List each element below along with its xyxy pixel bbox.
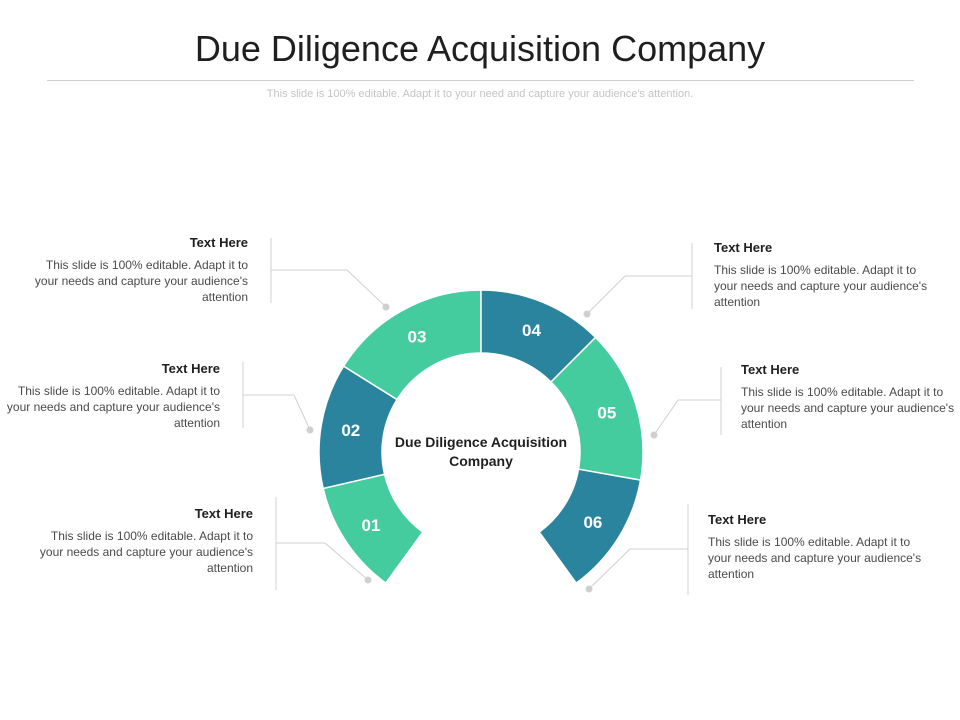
text-block-04: Text Here This slide is 100% editable. A… xyxy=(714,240,932,310)
text-block-heading: Text Here xyxy=(741,362,800,377)
segment-number-03: 03 xyxy=(408,328,427,347)
segment-number-02: 02 xyxy=(341,421,360,440)
text-block-body: This slide is 100% editable. Adapt it to… xyxy=(39,529,253,575)
segment-number-06: 06 xyxy=(583,513,602,532)
text-block-heading: Text Here xyxy=(189,235,248,250)
text-block-body: This slide is 100% editable. Adapt it to… xyxy=(708,535,922,581)
connector-diagonal-04 xyxy=(586,275,626,315)
text-block-heading: Text Here xyxy=(714,240,773,255)
text-block-05: Text Here This slide is 100% editable. A… xyxy=(741,362,955,432)
text-block-02: Text Here This slide is 100% editable. A… xyxy=(2,361,220,431)
text-block-body: This slide is 100% editable. Adapt it to… xyxy=(714,263,928,309)
connector-dot-05 xyxy=(650,431,658,439)
connector-diagonal-05 xyxy=(653,399,679,436)
center-label: Due Diligence Acquisition Company xyxy=(394,434,568,469)
connector-diagonal-02 xyxy=(293,394,311,431)
connector-diagonal-01 xyxy=(324,542,369,581)
text-block-body: This slide is 100% editable. Adapt it to… xyxy=(741,385,955,431)
connector-lines xyxy=(242,238,722,595)
connector-dot-03 xyxy=(382,303,390,311)
segment-number-05: 05 xyxy=(597,403,616,422)
segment-numbers: 01 02 03 04 05 06 xyxy=(341,321,616,535)
text-block-06: Text Here This slide is 100% editable. A… xyxy=(708,512,926,582)
text-block-body: This slide is 100% editable. Adapt it to… xyxy=(34,258,248,304)
text-block-heading: Text Here xyxy=(161,361,220,376)
slide-subtitle: This slide is 100% editable. Adapt it to… xyxy=(266,88,694,100)
text-block-03: Text Here This slide is 100% editable. A… xyxy=(30,235,248,305)
connector-diagonal-03 xyxy=(346,269,387,308)
text-block-body: This slide is 100% editable. Adapt it to… xyxy=(6,384,220,430)
connector-dot-04 xyxy=(583,310,591,318)
text-block-01: Text Here This slide is 100% editable. A… xyxy=(35,506,253,576)
connector-dot-01 xyxy=(364,576,372,584)
connector-dot-02 xyxy=(306,426,314,434)
connector-dot-06 xyxy=(585,585,593,593)
connector-diagonal-06 xyxy=(588,548,631,590)
segment-number-04: 04 xyxy=(522,321,541,340)
text-block-heading: Text Here xyxy=(708,512,767,527)
ring-segments xyxy=(318,289,644,585)
title-divider xyxy=(47,80,914,81)
segment-number-01: 01 xyxy=(361,516,380,535)
ring-segment-06 xyxy=(538,468,642,585)
slide-title: Due Diligence Acquisition Company xyxy=(194,28,766,69)
text-block-heading: Text Here xyxy=(194,506,253,521)
